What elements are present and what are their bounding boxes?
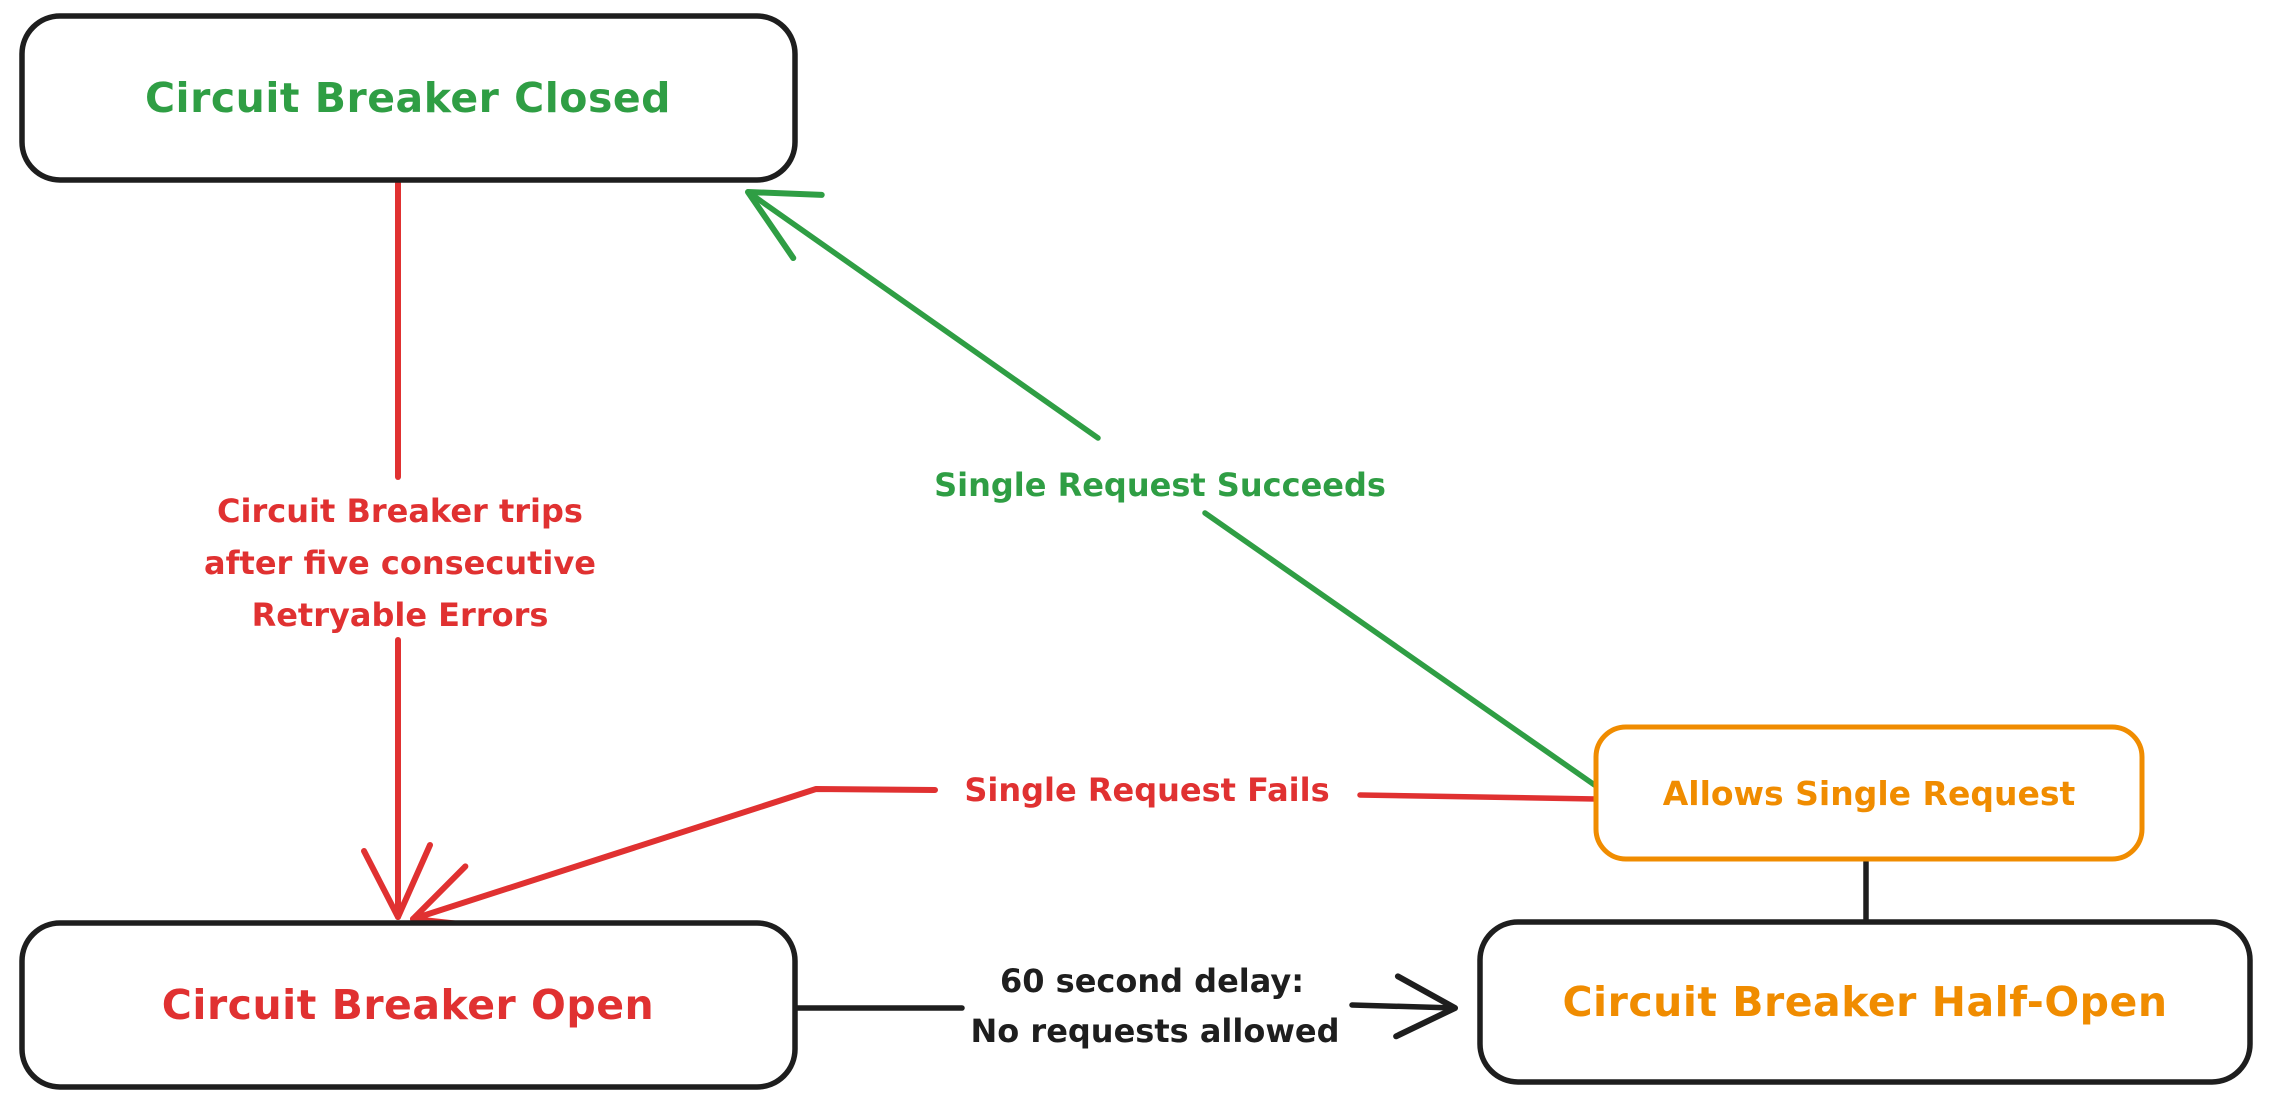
- node-closed-label: Circuit Breaker Closed: [145, 74, 671, 122]
- edge-succeeds-line-upper: [745, 189, 1101, 441]
- edge-fails: Single Request Fails: [409, 771, 1599, 931]
- node-open-label: Circuit Breaker Open: [162, 981, 654, 1029]
- edge-fails-line-left: [409, 786, 938, 931]
- edge-trips-label-line1: Circuit Breaker trips: [217, 492, 583, 530]
- edge-trips: Circuit Breaker trips after five consecu…: [204, 180, 596, 920]
- node-open-box: [19, 920, 798, 1090]
- edge-fails-label: Single Request Fails: [964, 771, 1329, 809]
- edge-succeeds: Single Request Succeeds: [745, 189, 1599, 789]
- node-half-open-box: [1477, 919, 2253, 1085]
- node-half-open-label: Circuit Breaker Half-Open: [1562, 978, 2167, 1026]
- edge-delay: 60 second delay: No requests allowed: [794, 962, 1458, 1050]
- node-allows-box: [1593, 724, 2145, 862]
- node-allows-single-request: Allows Single Request: [1593, 724, 2145, 862]
- edge-fails-line-right: [1357, 792, 1599, 802]
- edge-delay-label-line1: 60 second delay:: [1000, 962, 1304, 1000]
- edge-succeeds-line-lower: [1202, 510, 1599, 789]
- node-circuit-breaker-closed: Circuit Breaker Closed: [19, 13, 798, 183]
- node-circuit-breaker-half-open: Circuit Breaker Half-Open: [1477, 919, 2253, 1085]
- edge-trips-label-line2: after five consecutive: [204, 544, 596, 582]
- edge-trips-label-line3: Retryable Errors: [252, 596, 549, 634]
- node-allows-label: Allows Single Request: [1663, 774, 2076, 813]
- node-closed-box: [19, 13, 798, 183]
- edge-delay-label-line2: No requests allowed: [971, 1012, 1340, 1050]
- edge-succeeds-label: Single Request Succeeds: [934, 466, 1386, 504]
- node-circuit-breaker-open: Circuit Breaker Open: [19, 920, 798, 1090]
- edge-delay-line-right: [1349, 973, 1458, 1040]
